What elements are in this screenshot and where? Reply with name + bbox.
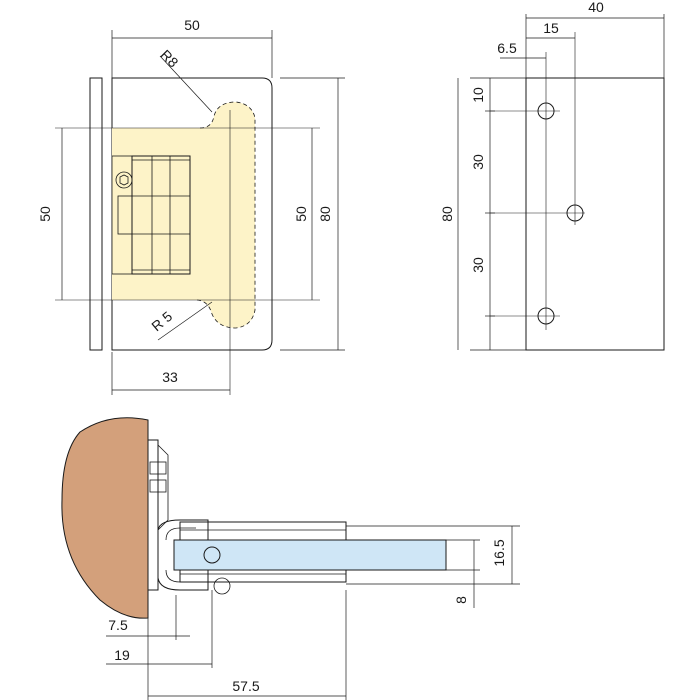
- dim-width-label: 50: [184, 17, 200, 33]
- set-screw-icon: [115, 171, 133, 189]
- dim-small-offset-label: 6.5: [497, 40, 517, 56]
- clamp-plate: [112, 102, 255, 328]
- hinge-body-outline: [111, 77, 273, 351]
- wall-plate: [147, 439, 159, 591]
- wood-post: [61, 417, 149, 619]
- wall-strip: [89, 77, 103, 351]
- dim-top-spacing-label: 10: [470, 87, 486, 103]
- plate-edge: [157, 444, 169, 531]
- dim-glass-height-label: 16.5: [491, 539, 507, 566]
- dim-inner-height-label: 50: [293, 206, 309, 222]
- dim-spacing-1-label: 30: [470, 154, 486, 170]
- dim-total-height-label: 80: [317, 206, 333, 222]
- section-view: 16.5 8 7.5 19 57.5: [61, 417, 520, 700]
- side-view: 40 15 6.5 10 30 30 80: [439, 0, 665, 351]
- dim-spacing-2-label: 30: [470, 257, 486, 273]
- dim-offset-2-label: 19: [114, 647, 130, 663]
- front-view: 50 R8 R 5 50 50 80 33: [37, 17, 345, 395]
- dim-bottom-width-label: 33: [162, 369, 178, 385]
- hinge-knuckle-section: [157, 519, 209, 591]
- dim-side-width-label: 40: [588, 0, 604, 15]
- dim-offset-1-label: 7.5: [108, 617, 128, 633]
- glass-screw-icon: [203, 546, 221, 564]
- dim-side-height-label: 80: [439, 206, 455, 222]
- dim-hole-offset-label: 15: [543, 20, 559, 36]
- glass-panel: [173, 539, 447, 571]
- dim-radius-top-label: R8: [158, 46, 182, 70]
- clamp-plate-dashed-edge: [195, 101, 256, 329]
- dim-offset-3-label: 57.5: [232, 678, 259, 694]
- side-plate: [525, 77, 665, 351]
- dim-left-height-label: 50: [37, 206, 53, 222]
- dim-glass-thickness-label: 8: [453, 596, 469, 604]
- hinge-knuckle: [111, 155, 191, 275]
